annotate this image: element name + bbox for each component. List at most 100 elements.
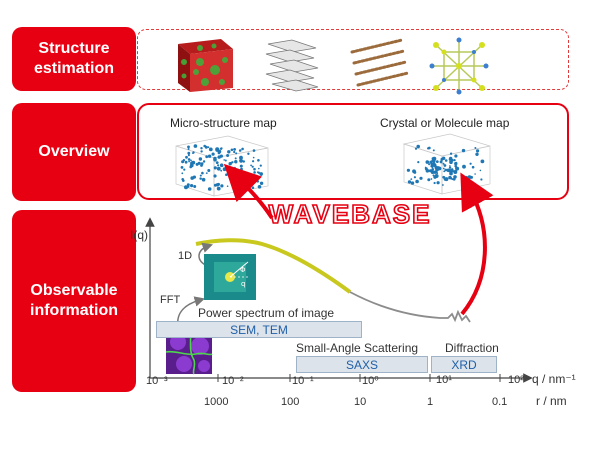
scatter-dot — [207, 154, 212, 158]
scatter-dot — [187, 154, 190, 157]
scatter-dot — [407, 180, 412, 184]
structure-estimation-label: Structure estimation — [33, 40, 114, 77]
scatter-dot — [203, 144, 206, 148]
small-angle-scattering-label: Small-Angle Scattering — [296, 341, 419, 355]
sem-tem-label: SEM, TEM — [230, 322, 288, 337]
y-axis-label: I(q) — [130, 228, 148, 242]
scatter-dot — [462, 164, 466, 169]
phi-label: Φ — [240, 266, 246, 274]
scatter-dot — [432, 162, 436, 165]
scatter-dot — [449, 165, 451, 167]
scatter-dot — [182, 179, 185, 182]
scatter-dot — [199, 177, 202, 180]
scatter-dot — [442, 167, 445, 170]
overview-block: Overview — [12, 103, 136, 201]
scatter-dot — [475, 152, 479, 156]
scatter-dot — [242, 160, 245, 163]
scatter-dot — [252, 156, 255, 159]
scatter-dot — [413, 170, 417, 174]
observable-information-block: Observable information — [12, 210, 136, 392]
power-spectrum-label: Power spectrum of image — [198, 306, 335, 320]
overview-panel — [137, 103, 569, 200]
scatter-dot — [220, 169, 223, 172]
scatter-dot — [187, 151, 191, 155]
scatter-dot — [193, 185, 197, 188]
scatter-dot — [432, 149, 435, 152]
scatter-dot — [442, 175, 446, 179]
scatter-dot — [430, 178, 433, 180]
scatter-dot — [413, 176, 416, 179]
scatter-dot — [410, 178, 413, 181]
scatter-dot — [430, 160, 433, 163]
scatter-dot — [442, 184, 444, 186]
q-tick-6: 10² — [508, 374, 524, 386]
scatter-dot — [185, 155, 188, 159]
scatter-dot — [480, 159, 485, 164]
scatter-dot — [226, 154, 230, 157]
scatter-dot — [433, 181, 436, 185]
scatter-dot — [215, 161, 219, 165]
scatter-dot — [217, 183, 220, 186]
scatter-dot — [453, 159, 456, 162]
scatter-dot — [230, 148, 234, 152]
xrd-range: XRD — [431, 356, 497, 373]
scatter-dot — [211, 152, 215, 156]
scatter-dot — [449, 160, 451, 162]
scatter-dot — [217, 164, 220, 167]
scatter-dot — [217, 151, 221, 155]
micro-map-arrow — [223, 163, 274, 220]
scatter-dot — [443, 170, 446, 173]
r-tick-5: 0.1 — [492, 396, 508, 408]
scatter-dot — [454, 154, 458, 158]
scatter-dot — [200, 150, 203, 153]
scatter-dot — [219, 147, 223, 150]
scatter-dot — [435, 160, 439, 164]
scatter-dot — [444, 168, 448, 172]
scatter-dot — [202, 160, 206, 163]
scatter-dot — [427, 146, 431, 150]
scatter-dot — [471, 165, 475, 169]
scatter-dot — [257, 159, 260, 162]
scatter-dot — [419, 176, 423, 180]
scatter-dot — [233, 148, 237, 151]
scatter-dot — [231, 161, 234, 164]
scatter-dot — [189, 165, 192, 169]
scatter-dot — [425, 160, 430, 164]
q-tick-2: 10⁻² — [222, 375, 244, 387]
scatter-dot — [193, 144, 198, 148]
scatter-dot — [436, 181, 440, 185]
diffraction-label: Diffraction — [445, 341, 499, 355]
scatter-dot — [208, 147, 213, 152]
scatter-dot — [453, 175, 457, 179]
scatter-dot — [433, 175, 437, 179]
scatter-dot — [239, 155, 243, 160]
scatter-dot — [233, 150, 236, 154]
scatter-dot — [247, 152, 250, 155]
scatter-dot — [448, 166, 452, 169]
scatter-dot — [442, 156, 446, 160]
scatter-dot — [187, 148, 190, 150]
structure-estimation-block: Structure estimation — [12, 27, 136, 91]
scatter-dot — [449, 152, 453, 155]
scatter-dot — [205, 155, 209, 159]
scatter-dot — [187, 185, 190, 188]
scatter-dot — [190, 176, 194, 180]
scatter-dot — [227, 150, 231, 154]
scatter-dot — [431, 168, 435, 171]
crystal-molecule-map-image — [402, 133, 491, 195]
scatter-dot — [239, 159, 241, 161]
scatter-dot — [216, 166, 221, 171]
scatter-dot — [183, 168, 186, 171]
scatter-dot — [414, 147, 418, 150]
scatter-dot — [201, 177, 206, 182]
scatter-dot — [455, 166, 460, 171]
scatter-dot — [479, 169, 482, 172]
r-tick-3: 10 — [354, 396, 367, 408]
scatter-dot — [220, 184, 224, 188]
scatter-dot — [444, 159, 448, 162]
q-tick-4: 10⁰ — [362, 375, 379, 387]
scatter-dot — [431, 165, 434, 169]
scatter-dot — [184, 185, 188, 190]
